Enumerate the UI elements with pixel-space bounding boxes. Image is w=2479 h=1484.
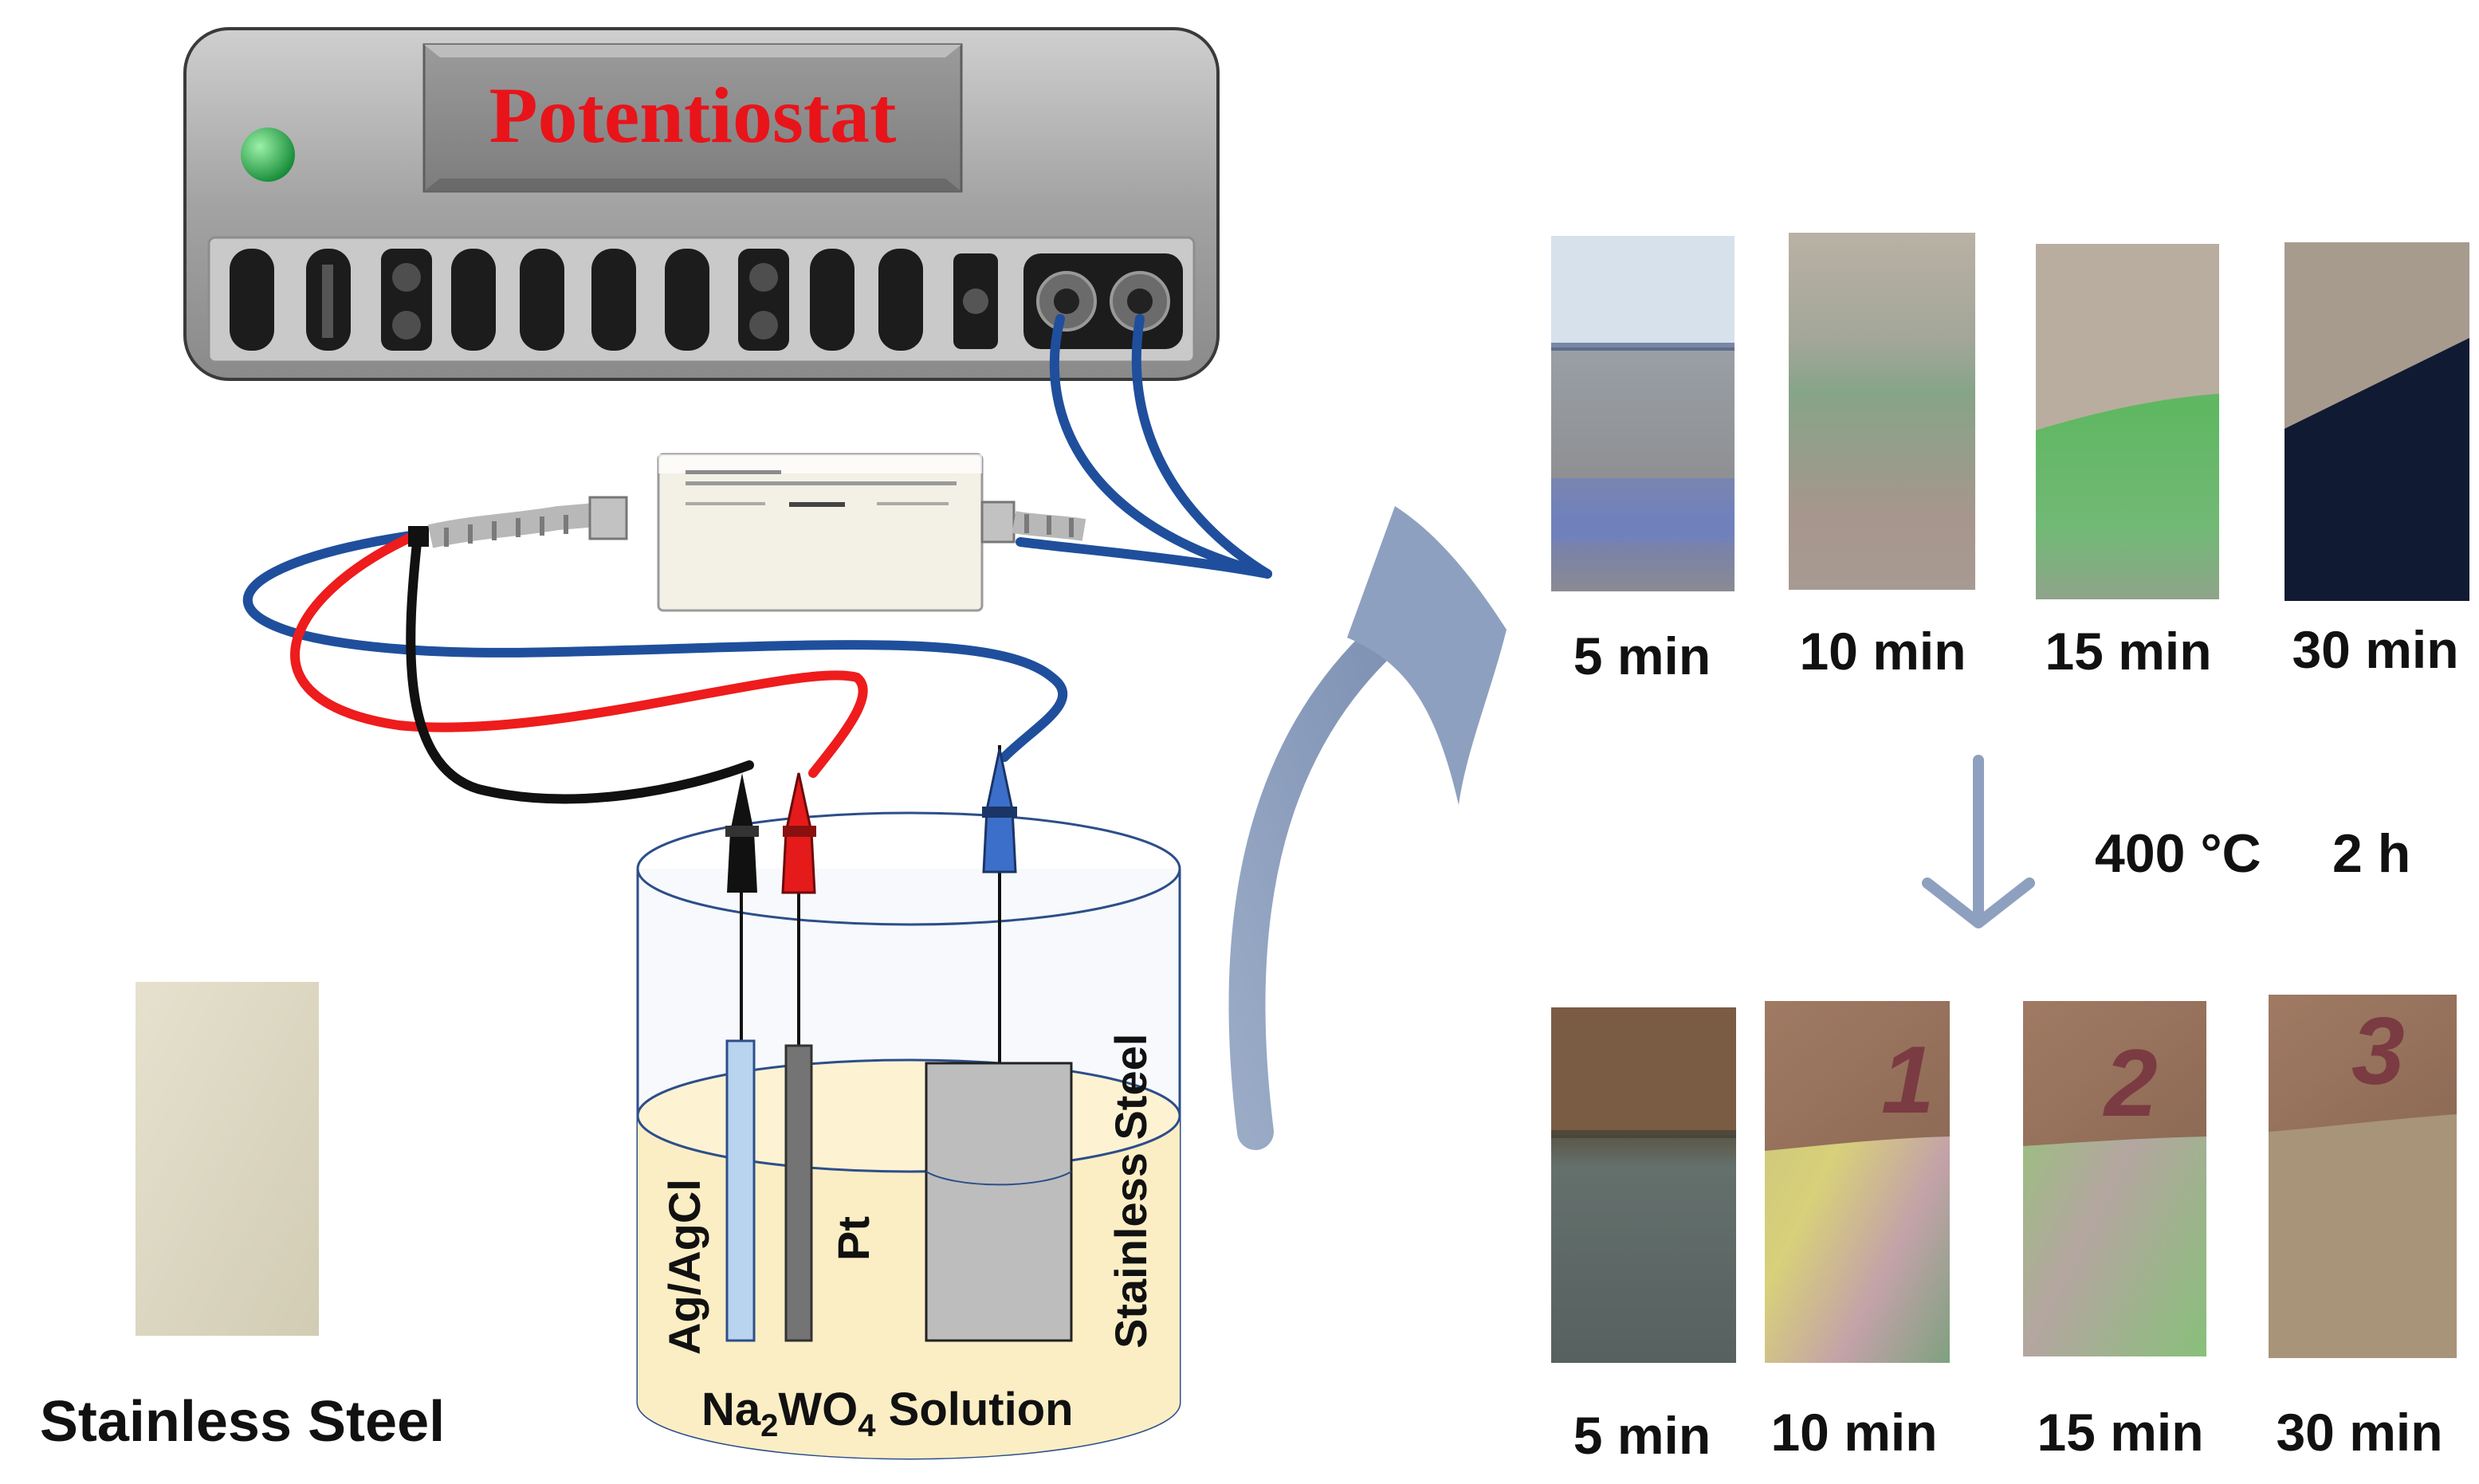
cables — [242, 314, 1272, 804]
port-socket-4 — [520, 249, 564, 351]
label-solution: Na2WO4 Solution — [701, 1384, 1074, 1443]
potentiostat-title: Potentiostat — [489, 71, 897, 159]
anneal-arrow-icon — [1922, 755, 2035, 928]
sample-after-15min: 2 — [2023, 1001, 2206, 1356]
cable-blue-1 — [1049, 314, 1272, 579]
label-after-15min: 15 min — [2037, 1403, 2203, 1462]
samples-before-anneal — [1551, 233, 2469, 601]
label-after-5min: 5 min — [1573, 1406, 1711, 1465]
sample-before-10min — [1789, 233, 1975, 590]
label-before-15min: 15 min — [2045, 622, 2211, 681]
clip-red — [781, 772, 816, 894]
label-counter: Pt — [828, 1216, 878, 1261]
potentiostat-display — [422, 43, 963, 193]
sample-mark-2: 2 — [2103, 1030, 2158, 1137]
label-after-10min: 10 min — [1770, 1403, 1937, 1462]
sample-after-30min: 3 — [2269, 995, 2457, 1358]
clip-black — [725, 773, 759, 893]
port-socket-1 — [230, 249, 274, 351]
port-socket-3 — [451, 249, 496, 351]
reference-electrode — [725, 1039, 756, 1342]
samples-after-anneal: 1 2 3 — [1551, 995, 2457, 1363]
wire-working — [242, 531, 1068, 762]
sample-before-5min — [1551, 236, 1735, 591]
beaker-rim — [636, 811, 1181, 926]
process-arrow-icon — [1228, 506, 1507, 1150]
sample-after-5min — [1551, 1007, 1736, 1363]
sample-after-10min: 1 — [1765, 1001, 1950, 1363]
electrochemical-cell — [636, 745, 1181, 1460]
port-socket-8 — [878, 249, 923, 351]
label-reference: Ag/AgCl — [659, 1179, 709, 1355]
cable-blue-2 — [1131, 314, 1272, 579]
bare-stainless-steel-sample — [136, 982, 319, 1336]
sample-mark-3: 3 — [2351, 998, 2405, 1105]
sample-before-15min — [2036, 244, 2219, 599]
status-led-icon — [241, 128, 295, 182]
solution-surface — [636, 1058, 1181, 1173]
counter-electrode — [784, 1044, 813, 1342]
port-socket-7 — [810, 249, 854, 351]
sample-before-30min — [2285, 242, 2469, 601]
anneal-duration: 2 h — [2332, 823, 2410, 884]
port-socket-6 — [665, 249, 709, 351]
label-substrate: Stainless Steel — [40, 1390, 445, 1454]
wire-reference — [406, 531, 754, 804]
clip-blue — [982, 748, 1017, 874]
cell-interface-box — [408, 453, 1086, 612]
potentiostat: Potentiostat — [183, 27, 1220, 381]
label-after-30min: 30 min — [2276, 1403, 2442, 1462]
label-working: Stainless Steel — [1106, 1034, 1156, 1349]
port-panel-sockets — [230, 249, 1183, 351]
label-before-5min: 5 min — [1573, 626, 1711, 685]
label-before-10min: 10 min — [1799, 622, 1966, 681]
label-before-30min: 30 min — [2292, 620, 2458, 679]
port-socket-5 — [591, 249, 636, 351]
sample-mark-1: 1 — [1881, 1027, 1935, 1133]
working-electrode — [925, 1062, 1073, 1342]
anneal-temperature: 400 °C — [2095, 823, 2261, 884]
wire-counter — [290, 531, 868, 778]
